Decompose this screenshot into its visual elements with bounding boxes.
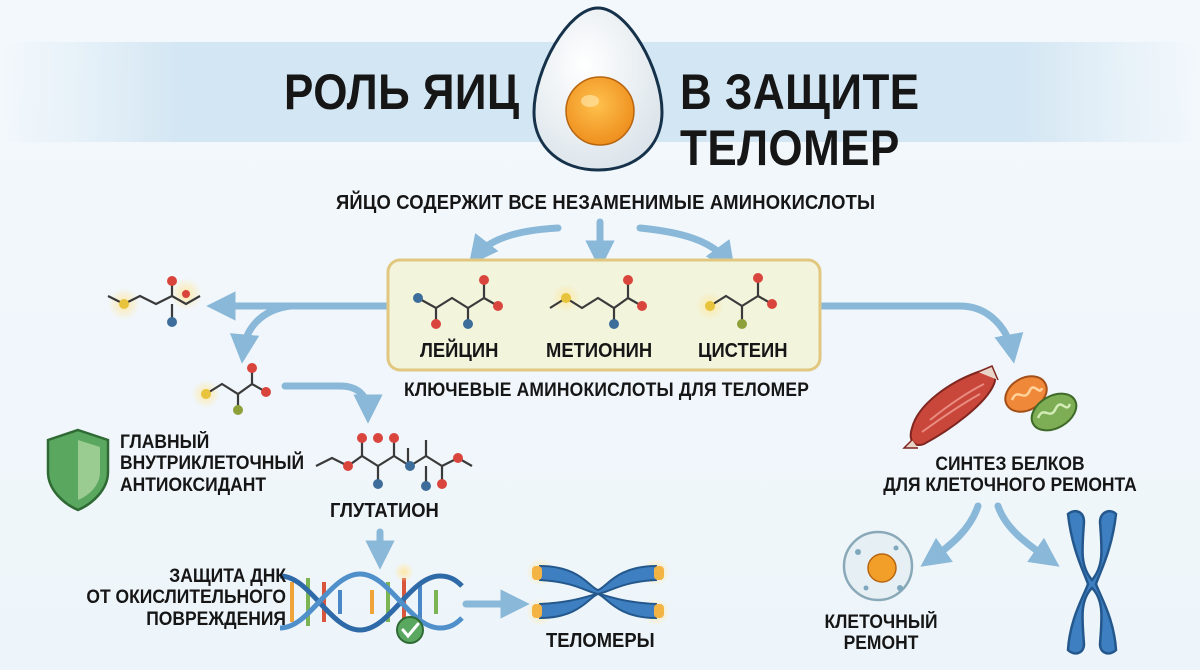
telomere-chromosome-icon: [526, 558, 670, 626]
glutathione-molecule-icon: [315, 433, 473, 491]
telomeres-label: ТЕЛОМЕРЫ: [546, 630, 655, 652]
cell-repair-label: КЛЕТОЧНЫЙ РЕМОНТ: [824, 612, 938, 655]
check-icon: [396, 616, 424, 644]
protein-synthesis-label: СИНТЕЗ БЕЛКОВ ДЛЯ КЛЕТОЧНОГО РЕМОНТА: [883, 454, 1137, 497]
egg-statement: ЯЙЦО СОДЕРЖИТ ВСЕ НЕЗАМЕНИМЫЕ АМИНОКИСЛО…: [336, 192, 876, 214]
dna-protection-label: ЗАЩИТА ДНК ОТ ОКИСЛИТЕЛЬНОГО ПОВРЕЖДЕНИЯ: [86, 566, 286, 630]
cysteine-molecule-icon: [696, 273, 777, 329]
amino-acid-box: [386, 258, 822, 372]
methionine-molecule-small-icon: [107, 276, 202, 327]
egg-icon: [532, 6, 664, 172]
title-right: В ЗАЩИТЕ ТЕЛОМЕР: [680, 64, 920, 176]
mitochondria-icon: [1004, 375, 1078, 432]
dna-helix-icon: [279, 562, 464, 633]
amino-acid-label-cysteine: ЦИСТЕИН: [698, 340, 788, 362]
cell-icon: [842, 530, 914, 602]
title-left: РОЛЬ ЯИЦ: [284, 64, 520, 120]
amino-box-caption: КЛЮЧЕВЫЕ АМИНОКИСЛОТЫ ДЛЯ ТЕЛОМЕР: [404, 380, 810, 401]
chromosome-icon: [1066, 510, 1118, 655]
amino-acid-label-methionine: МЕТИОНИН: [546, 340, 653, 362]
shield-icon: [46, 428, 110, 512]
flow-arrows: [206, 218, 1060, 619]
antioxidant-label: ГЛАВНЫЙ ВНУТРИКЛЕТОЧНЫЙ АНТИОКСИДАНТ: [120, 432, 305, 496]
leucine-molecule-icon: [413, 275, 503, 329]
amino-acid-label-leucine: ЛЕЙЦИН: [420, 340, 499, 362]
methionine-molecule-icon: [549, 275, 647, 329]
muscle-icon: [902, 365, 999, 449]
cysteine-molecule-small-icon: [192, 363, 271, 415]
glutathione-label: ГЛУТАТИОН: [330, 500, 439, 522]
